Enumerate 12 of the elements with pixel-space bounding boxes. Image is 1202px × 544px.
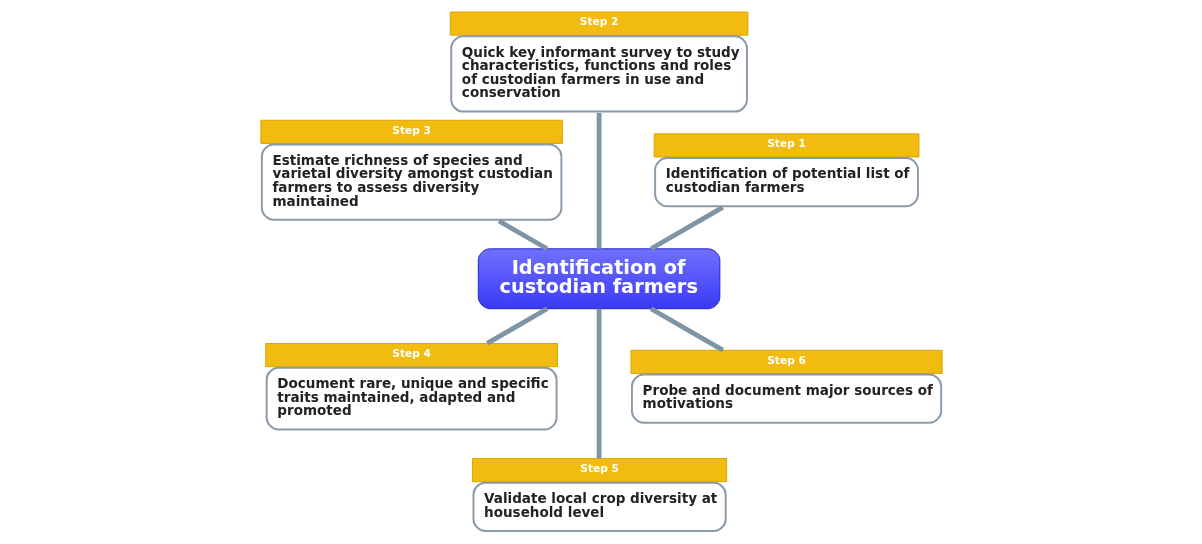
node-label: Step 2 xyxy=(579,15,618,29)
connector xyxy=(596,112,601,249)
connector xyxy=(485,306,548,346)
node-label: Step 6 xyxy=(766,353,806,367)
node-box: Identification of custodian farmers xyxy=(477,248,720,310)
node-label: Step 5 xyxy=(579,461,619,475)
connector xyxy=(596,308,601,459)
node-label: Step 3 xyxy=(391,123,431,137)
connector xyxy=(649,306,724,353)
node-label: Step 1 xyxy=(766,137,806,151)
node-label: Step 4 xyxy=(391,346,431,360)
connector xyxy=(649,205,724,251)
